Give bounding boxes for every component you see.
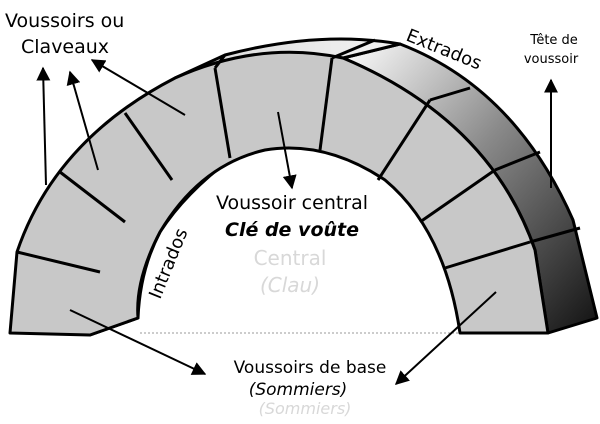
joint-top-1 [213,54,227,69]
label-base-line2: (Sommiers) [249,380,348,400]
arrow-voussoir-3 [90,59,186,116]
label-voussoirs-line2: Claveaux [21,36,109,58]
label-tete-line2: voussoir [524,52,579,67]
arrow-voussoir-1 [36,66,51,186]
joint-2 [59,170,126,224]
label-central-line2: Clé de voûte [225,219,359,241]
joint-7 [419,168,496,224]
joint-depth-3 [529,226,581,244]
ghost-label-central: Central [254,246,327,270]
joint-3 [123,112,174,181]
label-central-line1: Voussoir central [216,192,368,214]
label-tete-line1: Tête de [529,33,578,48]
joint-6 [376,99,432,181]
joint-5 [318,57,334,151]
joint-top-2 [331,38,376,60]
joint-8 [444,240,531,270]
ghost-label-sommiers: (Sommiers) [259,399,352,418]
joint-depth-2 [494,150,541,172]
arrow-base-left [69,309,207,375]
arrow-voussoir-2 [66,70,99,171]
ghost-label-clau: (Clau) [260,273,320,297]
label-base-line1: Voussoirs de base [234,358,387,378]
arrow-base-right [394,291,497,385]
joint-4 [213,67,232,159]
joint-depth-1 [429,86,471,102]
label-voussoirs-line1: Voussoirs ou [5,10,124,32]
joint-1 [16,250,101,274]
arrow-central [277,111,297,190]
